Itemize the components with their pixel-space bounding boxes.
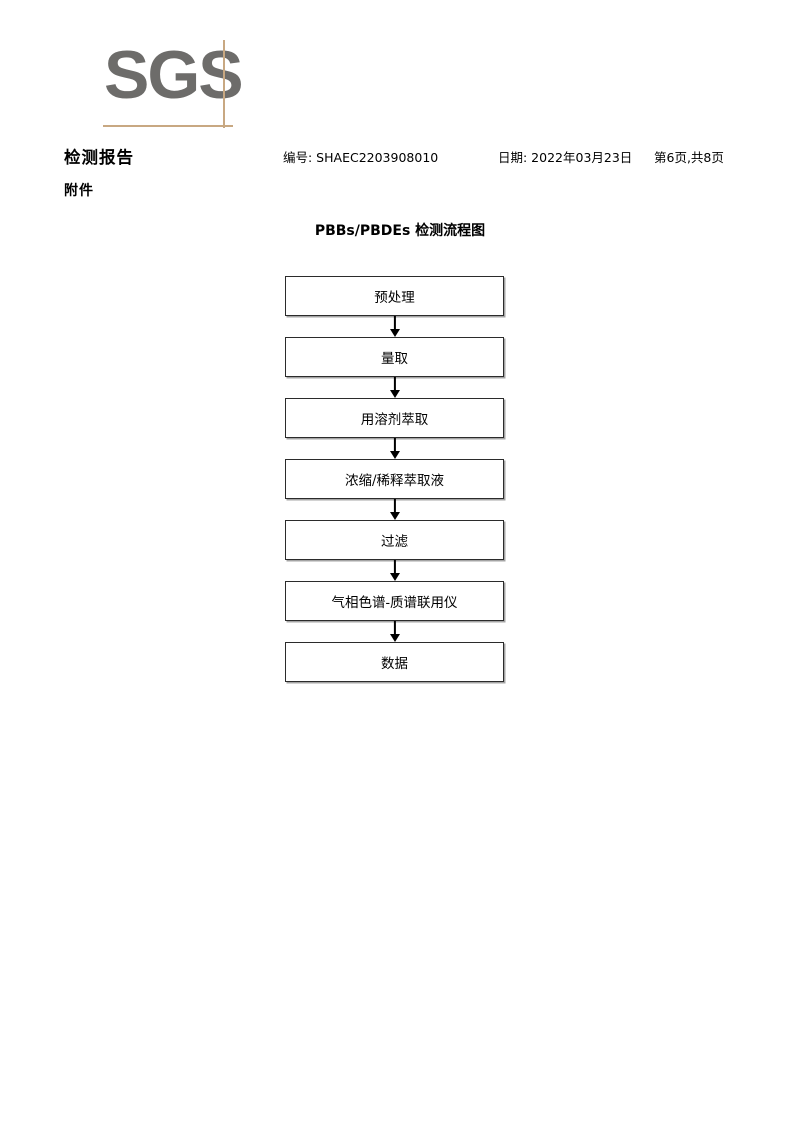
arrow-head-icon (389, 634, 400, 642)
flow-arrow (285, 560, 504, 581)
arrow-head-icon (389, 390, 400, 398)
flow-arrow (285, 499, 504, 520)
arrow-head-icon (389, 451, 400, 459)
report-date: 日期: 2022年03月23日 (498, 150, 633, 165)
attachment-label: 附件 (64, 183, 94, 199)
flow-node: 数据 (285, 642, 504, 682)
arrow-stem (393, 438, 396, 453)
flow-node: 预处理 (285, 276, 504, 316)
page-footer: 通标标准技术服务(上海)有限公司 ★ 检验检测专用章 Inspection & … (0, 976, 800, 1131)
arrow-stem (393, 621, 396, 636)
arrow-stem (393, 377, 396, 392)
document-header: 检测报告 编号: SHAEC2203908010 日期: 2022年03月23日… (0, 144, 800, 167)
flow-arrow (285, 438, 504, 459)
sgs-logo-text: SGS (104, 37, 244, 113)
flow-arrow (285, 377, 504, 398)
flow-arrow (285, 621, 504, 642)
arrow-stem (393, 499, 396, 514)
flow-arrow (285, 316, 504, 337)
flow-node: 用溶剂萃取 (285, 398, 504, 438)
flow-node: 量取 (285, 337, 504, 377)
page-indicator: 第6页,共8页 (654, 150, 724, 165)
arrow-head-icon (389, 329, 400, 337)
flow-node: 浓缩/稀释萃取液 (285, 459, 504, 499)
sgs-logo: SGS (103, 37, 244, 128)
arrow-stem (393, 560, 396, 575)
logo-vertical-rule (223, 40, 225, 128)
arrow-head-icon (389, 573, 400, 581)
report-number: 编号: SHAEC2203908010 (283, 150, 439, 165)
arrow-head-icon (389, 512, 400, 520)
flowchart-title: PBBs/PBDEs 检测流程图 (314, 223, 486, 239)
logo-horizontal-rule (103, 125, 233, 127)
flow-node: 气相色谱-质谱联用仪 (285, 581, 504, 621)
flow-node: 过滤 (285, 520, 504, 560)
flowchart: 预处理 量取 用溶剂萃取 浓缩/稀释萃取液 过滤 气相色谱-质谱联用仪 (285, 276, 504, 682)
arrow-stem (393, 316, 396, 331)
page-title: 检测报告 (64, 148, 134, 167)
